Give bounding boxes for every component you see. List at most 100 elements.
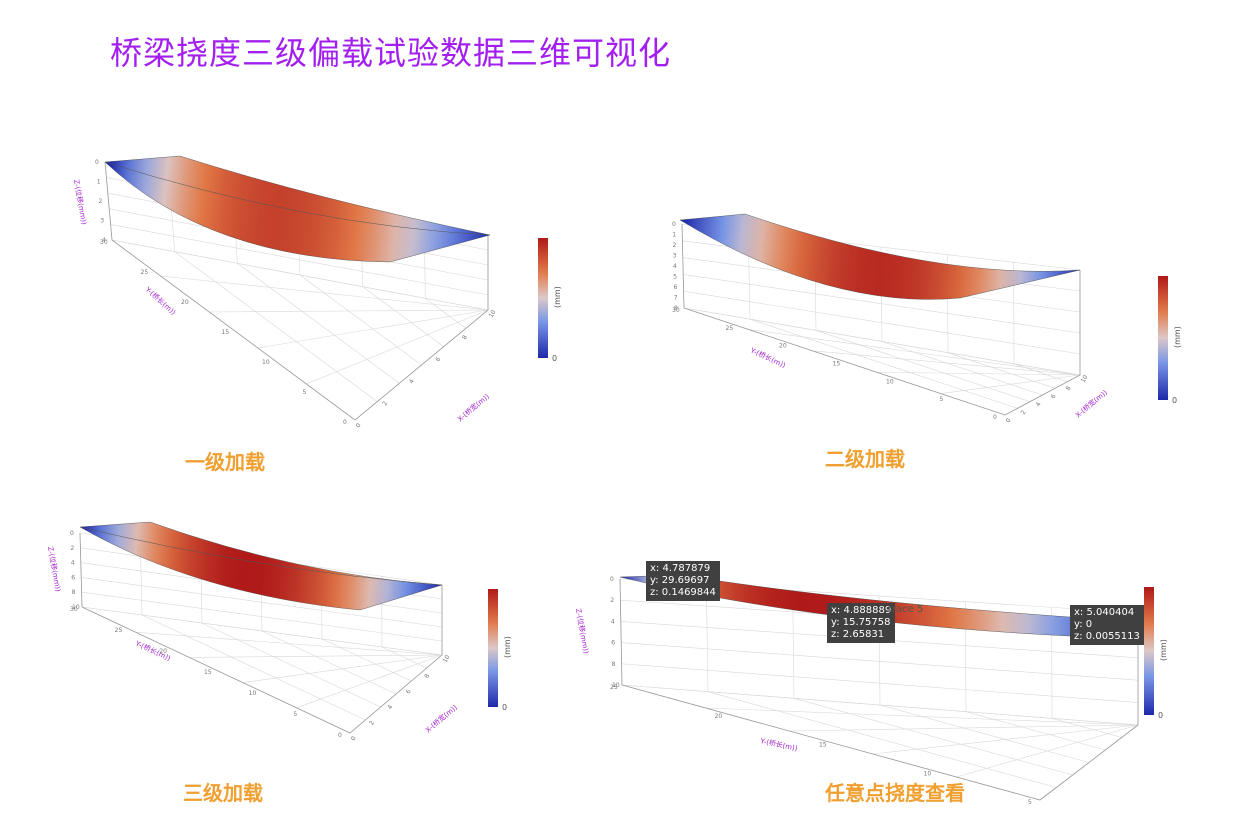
- y-tick-label: 25: [610, 684, 618, 691]
- y-axis-label: Y-(桥长(m)): [759, 736, 799, 753]
- hover-tooltip-2: x: 4.888889 y: 15.75758 z: 2.65831: [827, 603, 896, 643]
- z-tick-label: 3: [673, 253, 677, 260]
- colorbar: [1144, 587, 1154, 715]
- x-tick-label: 6: [405, 688, 413, 695]
- x-tick-label: 0: [355, 422, 363, 429]
- caption-level-1: 一级加载: [185, 450, 265, 474]
- y-tick-label: 0: [343, 419, 347, 426]
- z-tick-label: 6: [611, 640, 615, 647]
- y-tick-label: 20: [159, 648, 167, 655]
- axis-frame: [619, 578, 1139, 801]
- y-tick-label: 0: [993, 414, 997, 421]
- colorbar-label: (mm): [553, 286, 562, 308]
- z-tick-label: 0: [95, 159, 99, 166]
- x-tick-label: 8: [461, 334, 469, 341]
- z-tick-label: 7: [674, 295, 678, 302]
- caption-level-3: 三级加载: [183, 781, 263, 805]
- y-tick-label: 10: [924, 770, 932, 777]
- y-tick-label: 15: [833, 361, 841, 368]
- y-tick-label: 5: [940, 396, 944, 403]
- z-tick-label: 6: [674, 284, 678, 291]
- caption-level-2: 二级加载: [825, 447, 905, 471]
- trace-label: trace 5: [888, 604, 924, 615]
- colorbar: [488, 589, 498, 707]
- z-tick-label: 0: [672, 221, 676, 228]
- z-tick-label: 2: [70, 545, 74, 552]
- y-tick-label: 25: [726, 325, 734, 332]
- x-axis-label: X-(桥宽(m)): [1074, 388, 1110, 420]
- z-tick-label: 10: [72, 604, 80, 611]
- y-tick-label: 15: [819, 742, 827, 749]
- x-tick-label: 10: [1080, 374, 1090, 384]
- surface-wireframe: [104, 161, 491, 236]
- z-tick-label: 2: [610, 597, 614, 604]
- axis-frame: [79, 532, 443, 734]
- x-axis-label: X-(桥宽(m)): [456, 392, 492, 424]
- z-tick-label: 0: [70, 530, 74, 537]
- z-axis-label: Z-(位移(mm)): [72, 179, 89, 226]
- y-tick-label: 30: [70, 606, 78, 613]
- z-tick-label: 1: [672, 232, 676, 239]
- hover-tooltip-1: x: 4.787879 y: 29.69697 z: 0.1469844: [646, 561, 720, 601]
- z-tick-label: 10: [612, 682, 620, 689]
- z-tick-label: 8: [612, 661, 616, 668]
- z-tick-label: 5: [673, 274, 677, 281]
- z-tick-label: 4: [102, 237, 106, 244]
- x-tick-label: 4: [1035, 401, 1043, 408]
- y-tick-label: 15: [222, 329, 230, 336]
- z-tick-label: 2: [673, 242, 677, 249]
- colorbar-label: (mm): [1159, 639, 1168, 661]
- caption-query: 任意点挠度查看: [825, 781, 965, 805]
- page-title: 桥梁挠度三级偏载试验数据三维可视化: [110, 34, 672, 72]
- z-tick-label: 2: [99, 198, 103, 205]
- y-tick-label: 5: [293, 711, 297, 718]
- surface-wireframe: [79, 526, 443, 586]
- y-tick-label: 10: [262, 359, 270, 366]
- x-tick-label: 6: [434, 356, 442, 363]
- z-tick-label: 4: [673, 263, 677, 270]
- y-tick-label: 30: [672, 307, 680, 314]
- deflection-surface[interactable]: [679, 213, 1081, 300]
- y-tick-label: 20: [181, 299, 189, 306]
- x-axis-label: X-(桥宽(m)): [424, 703, 460, 735]
- x-tick-label: 10: [488, 309, 498, 319]
- z-tick-label: 8: [72, 589, 76, 596]
- y-tick-label: 25: [115, 627, 123, 634]
- colorbar: [538, 238, 548, 358]
- z-tick-label: 8: [674, 305, 678, 312]
- z-tick-label: 6: [71, 574, 75, 581]
- y-tick-label: 15: [204, 669, 212, 676]
- y-tick-label: 5: [303, 389, 307, 396]
- y-tick-label: 10: [249, 690, 257, 697]
- x-tick-label: 8: [423, 673, 431, 680]
- x-tick-label: 4: [386, 704, 394, 711]
- z-axis-label: Z-(位移(mm)): [574, 608, 591, 655]
- colorbar-min-label: 0: [502, 703, 507, 712]
- z-tick-label: 1: [97, 179, 101, 186]
- y-tick-label: 5: [1028, 799, 1032, 806]
- deflection-surface[interactable]: [79, 521, 443, 611]
- y-tick-label: 20: [779, 343, 787, 350]
- z-tick-label: 3: [100, 218, 104, 225]
- x-tick-label: 2: [381, 400, 389, 407]
- x-tick-label: 8: [1065, 385, 1073, 392]
- colorbar: [1158, 276, 1168, 400]
- hover-tooltip-3: x: 5.040404 y: 0 z: 0.0055113: [1070, 605, 1144, 645]
- axis-frame: [104, 161, 489, 421]
- x-tick-label: 2: [368, 719, 376, 726]
- z-tick-label: 4: [611, 618, 615, 625]
- colorbar-min-label: 0: [1158, 711, 1163, 720]
- y-tick-label: 20: [715, 713, 723, 720]
- z-axis-label: Z-(位移(mm)): [46, 546, 63, 593]
- z-tick-label: 0: [610, 576, 614, 583]
- deflection-surface[interactable]: [104, 155, 491, 263]
- colorbar-label: (mm): [503, 636, 512, 658]
